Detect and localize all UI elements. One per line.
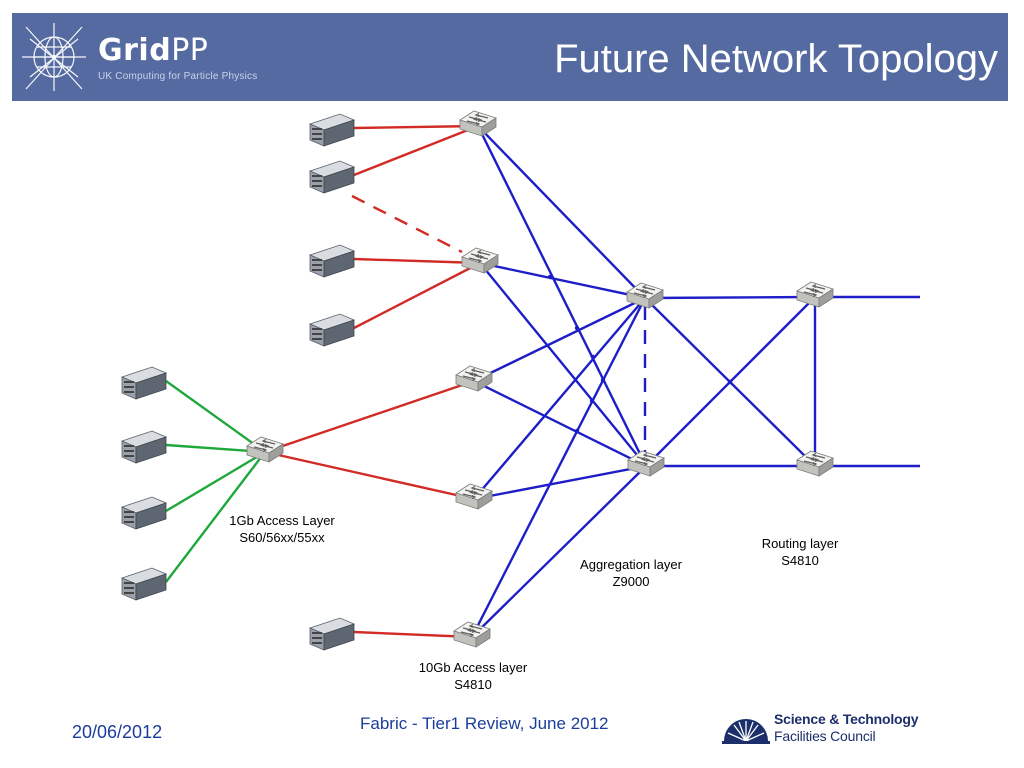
logo-tagline: UK Computing for Particle Physics — [98, 71, 258, 82]
link-gb-acc3 — [264, 379, 475, 454]
server-icon — [309, 244, 355, 278]
server-icon — [121, 567, 167, 601]
link-crossing-dot — [589, 398, 595, 404]
link-crossing-dot — [574, 325, 580, 331]
label-1gb-access-line2: S60/56xx/55xx — [239, 530, 325, 545]
page-title: Future Network Topology — [554, 37, 998, 81]
logo-name-bold: Grid — [98, 33, 172, 68]
label-routing-line2: S4810 — [781, 553, 819, 568]
footer-event: Fabric - Tier1 Review, June 2012 — [360, 714, 609, 733]
server-icon — [309, 160, 355, 194]
link-acc1-aggB — [476, 125, 648, 467]
link-srv-r3-acc2 — [353, 257, 481, 265]
label-1gb-access-line1: 1Gb Access Layer — [229, 513, 335, 528]
server-icon — [121, 496, 167, 530]
network-switch-icon — [455, 483, 493, 510]
server-icon — [309, 113, 355, 147]
link-srv-r2-acc2-standby — [351, 194, 463, 254]
link-crossing-dot — [590, 354, 596, 360]
link-aggT-rtT — [644, 295, 816, 300]
stfc-name-line1: Science & Technology — [774, 711, 919, 727]
link-acc1-aggT — [477, 125, 646, 299]
header-bar: GridPP UK Computing for Particle Physics… — [12, 13, 1008, 101]
link-gb-acc4 — [264, 450, 475, 501]
link-crossing-dot — [727, 379, 733, 385]
server-icon — [309, 313, 355, 347]
link-crossing-dot — [547, 274, 553, 280]
logo-name-thin: PP — [171, 33, 209, 68]
server-icon — [121, 366, 167, 400]
link-acc4-aggB — [473, 464, 647, 501]
gridpp-logo: GridPP UK Computing for Particle Physics — [20, 19, 300, 99]
stfc-sunburst-icon — [722, 719, 770, 744]
link-srv-r1-acc1 — [353, 124, 479, 130]
link-crossing-dot — [574, 428, 580, 434]
gridpp-wordmark: GridPP — [98, 35, 208, 67]
link-acc2-aggT — [479, 261, 646, 300]
link-srv-r2-acc1 — [353, 124, 479, 177]
label-aggregation-line2: Z9000 — [613, 574, 650, 589]
grid-globe-icon — [22, 23, 86, 91]
label-10gb-access-line1: 10Gb Access layer — [419, 660, 528, 675]
network-switch-icon — [796, 281, 834, 308]
footer-date: 20/06/2012 — [72, 722, 163, 742]
server-icon — [309, 617, 355, 651]
link-srv-r5-acc5 — [353, 630, 473, 639]
link-srv-g4-gb — [165, 451, 266, 583]
link-srv-r4-acc2 — [353, 261, 481, 330]
stfc-logo: Science & Technology Facilities Council — [720, 697, 950, 749]
link-acc5-aggT — [470, 297, 647, 638]
link-acc2-aggB — [479, 262, 647, 467]
link-acc3-aggT — [473, 296, 646, 383]
link-acc4-aggT — [473, 297, 646, 500]
server-icon — [121, 430, 167, 464]
link-srv-g3-gb — [165, 450, 266, 513]
stfc-name-line2: Facilities Council — [774, 728, 876, 744]
link-srv-g1-gb — [165, 380, 266, 453]
label-10gb-access-line2: S4810 — [454, 677, 492, 692]
link-acc3-aggB — [473, 379, 647, 468]
label-routing-line1: Routing layer — [762, 536, 839, 551]
link-crossing-dot — [600, 377, 606, 383]
link-acc5-aggB — [471, 465, 647, 638]
label-aggregation-line1: Aggregation layer — [580, 557, 683, 572]
